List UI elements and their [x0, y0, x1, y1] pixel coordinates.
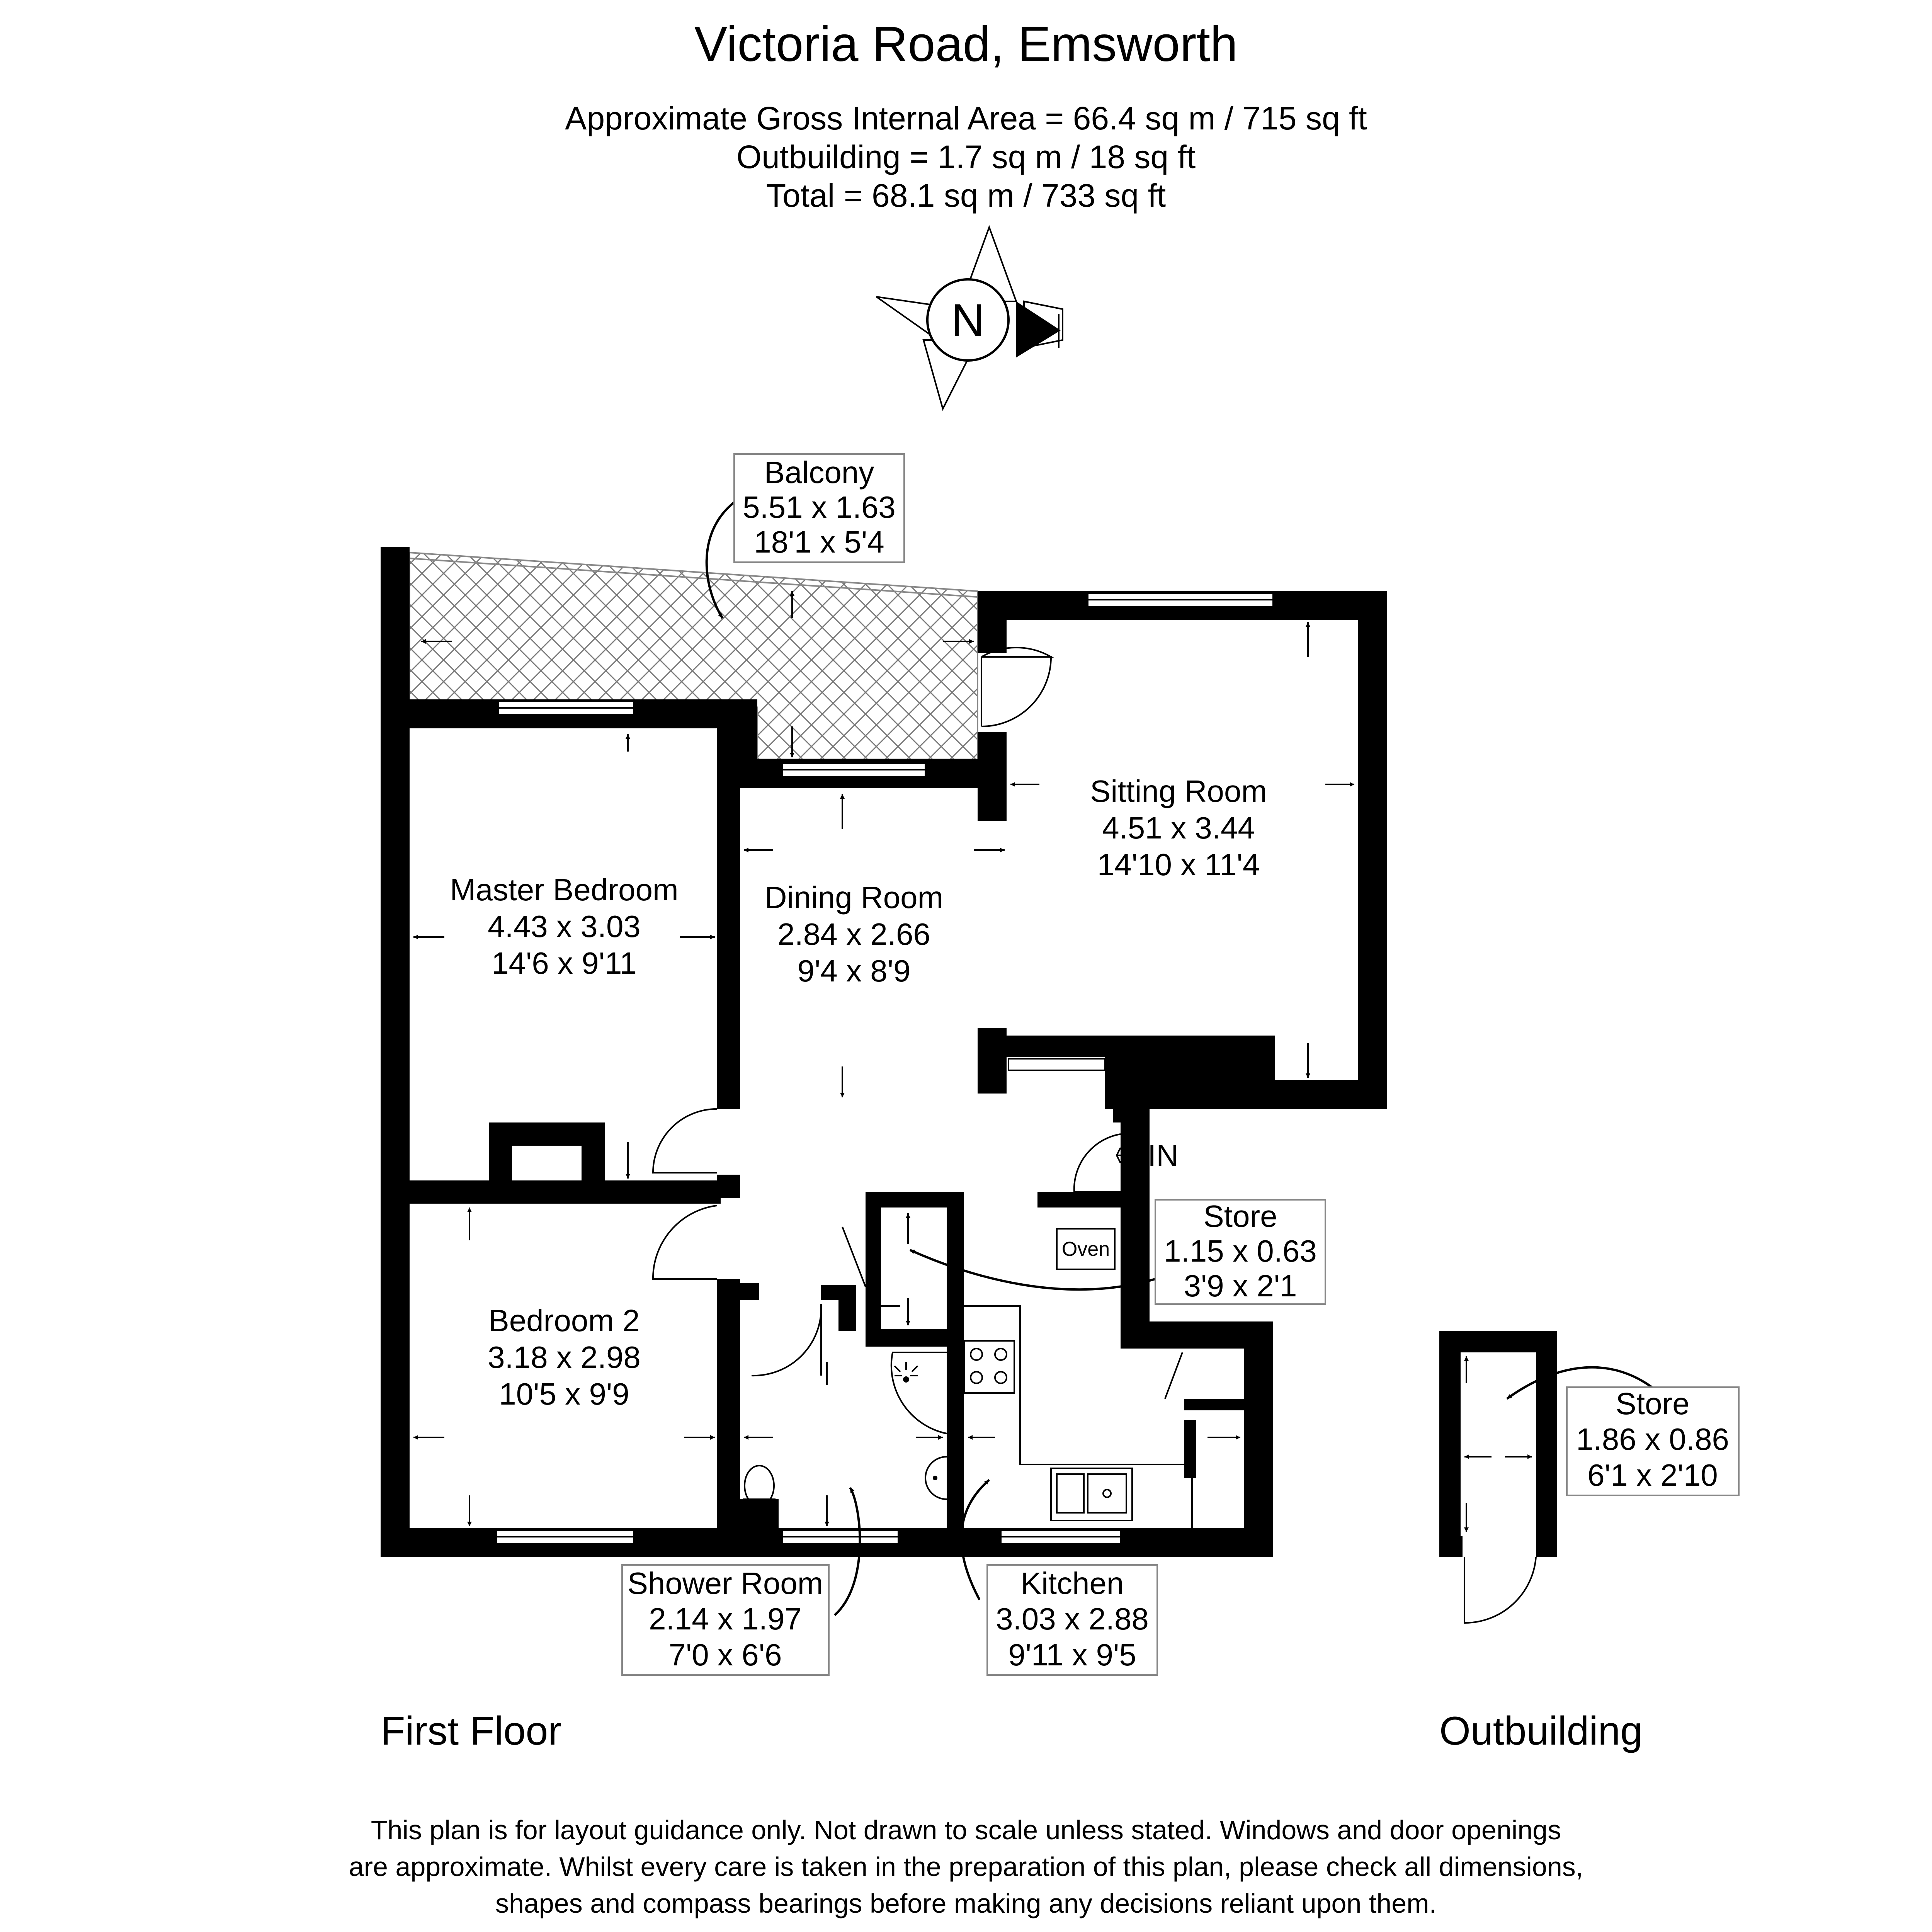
dining-room-name: Dining Room: [765, 880, 943, 915]
doors: [652, 646, 1183, 1399]
store-metric: 1.15 x 0.63: [1164, 1234, 1317, 1268]
bedroom-2-imperial: 10'5 x 9'9: [499, 1377, 629, 1411]
sitting-room-metric: 4.51 x 3.44: [1102, 811, 1255, 845]
outbuilding-store-metric: 1.86 x 0.86: [1576, 1422, 1729, 1456]
room-label-sitting-room: Sitting Room 4.51 x 3.44 14'10 x 11'4: [1090, 774, 1267, 882]
shower-room-metric: 2.14 x 1.97: [649, 1602, 802, 1636]
room-label-shower-room: Shower Room 2.14 x 1.97 7'0 x 6'6: [621, 1564, 830, 1676]
room-label-dining-room: Dining Room 2.84 x 2.66 9'4 x 8'9: [765, 880, 943, 988]
windows: [496, 592, 1274, 1544]
room-label-master-bedroom: Master Bedroom 4.43 x 3.03 14'6 x 9'11: [450, 872, 678, 980]
room-label-balcony: Balcony 5.51 x 1.63 18'1 x 5'4: [733, 453, 905, 563]
disclaimer-line-1: This plan is for layout guidance only. N…: [371, 1815, 1561, 1845]
plan-title: Victoria Road, Emsworth: [694, 17, 1238, 72]
master-bedroom-door-icon: [652, 1108, 717, 1173]
outbuilding-plan: Store 1.86 x 0.86 6'1 x 2'10 Outbuilding: [1439, 1331, 1740, 1753]
outbuilding-door-icon: [1464, 1557, 1537, 1624]
outbuilding-caption: Outbuilding: [1439, 1709, 1643, 1753]
dining-room-metric: 2.84 x 2.66: [777, 917, 930, 951]
hob-icon: [963, 1340, 1015, 1394]
dining-room-imperial: 9'4 x 8'9: [798, 954, 911, 988]
entrance-label: IN: [1148, 1138, 1179, 1173]
outbuilding-store-name: Store: [1616, 1386, 1689, 1421]
wash-basin-icon: [924, 1456, 947, 1500]
sitting-room-imperial: 14'10 x 11'4: [1097, 847, 1260, 882]
sitting-room-name: Sitting Room: [1090, 774, 1267, 808]
kitchen-imperial: 9'11 x 9'5: [1008, 1638, 1136, 1672]
shower-room-door-icon: [751, 1304, 822, 1377]
entrance-door-icon: [1073, 1133, 1121, 1193]
sink-icon: [1050, 1468, 1133, 1521]
room-label-store: Store 1.15 x 0.63 3'9 x 2'1: [1155, 1199, 1326, 1305]
total-area-line: Total = 68.1 sq m / 733 sq ft: [766, 177, 1166, 214]
disclaimer: This plan is for layout guidance only. N…: [349, 1815, 1583, 1918]
balcony-metric: 5.51 x 1.63: [743, 490, 896, 524]
shower-room-imperial: 7'0 x 6'6: [669, 1638, 782, 1672]
first-floor-caption: First Floor: [381, 1709, 561, 1753]
oven-label: Oven: [1062, 1238, 1110, 1260]
bedroom-2-door-icon: [652, 1205, 717, 1280]
kitchen-name: Kitchen: [1021, 1566, 1124, 1600]
bedroom-2-metric: 3.18 x 2.98: [488, 1340, 641, 1374]
kitchen-metric: 3.03 x 2.88: [996, 1602, 1149, 1636]
master-bedroom-imperial: 14'6 x 9'11: [492, 946, 637, 980]
dimension-arrows: [413, 591, 1354, 1526]
oven-box: [1056, 1228, 1116, 1270]
shower-room-name: Shower Room: [628, 1566, 823, 1600]
disclaimer-line-3: shapes and compass bearings before makin…: [495, 1888, 1437, 1918]
kitchen-fixtures: Oven: [963, 1228, 1193, 1528]
store-imperial: 3'9 x 2'1: [1184, 1269, 1297, 1303]
outbuilding-store-imperial: 6'1 x 2'10: [1587, 1458, 1718, 1492]
outbuilding-area-line: Outbuilding = 1.7 sq m / 18 sq ft: [736, 139, 1196, 175]
room-label-bedroom-2: Bedroom 2 3.18 x 2.98 10'5 x 9'9: [488, 1303, 641, 1411]
entrance-arrow-icon: [1116, 1147, 1146, 1163]
balcony-imperial: 18'1 x 5'4: [754, 525, 884, 559]
header: Victoria Road, Emsworth Approximate Gros…: [565, 17, 1367, 214]
room-label-kitchen: Kitchen 3.03 x 2.88 9'11 x 9'5: [986, 1564, 1158, 1676]
entrance-marker: IN: [1116, 1138, 1179, 1173]
compass-rose-icon: N: [876, 225, 1063, 411]
worktop-outline: [964, 1305, 1193, 1528]
master-bedroom-name: Master Bedroom: [450, 872, 678, 907]
first-floor-plan: Oven: [381, 453, 1387, 1753]
balcony-door-icon: [981, 646, 1054, 726]
store-name: Store: [1203, 1199, 1277, 1233]
shower-room-fixtures: [743, 1352, 947, 1508]
leader-lines: [705, 501, 1156, 1616]
disclaimer-line-2: are approximate. Whilst every care is ta…: [349, 1852, 1583, 1882]
shower-tray-icon: [890, 1352, 947, 1434]
exterior-walls: [381, 547, 1387, 1557]
toilet-icon: [744, 1465, 775, 1507]
balcony-name: Balcony: [764, 455, 874, 490]
bedroom-2-name: Bedroom 2: [488, 1303, 639, 1338]
master-bedroom-metric: 4.43 x 3.03: [488, 909, 641, 944]
store-door-icon: [842, 1226, 866, 1287]
compass-north-label: N: [951, 294, 985, 346]
gross-area-line: Approximate Gross Internal Area = 66.4 s…: [565, 100, 1367, 136]
room-label-outbuilding-store: Store 1.86 x 0.86 6'1 x 2'10: [1566, 1386, 1740, 1496]
